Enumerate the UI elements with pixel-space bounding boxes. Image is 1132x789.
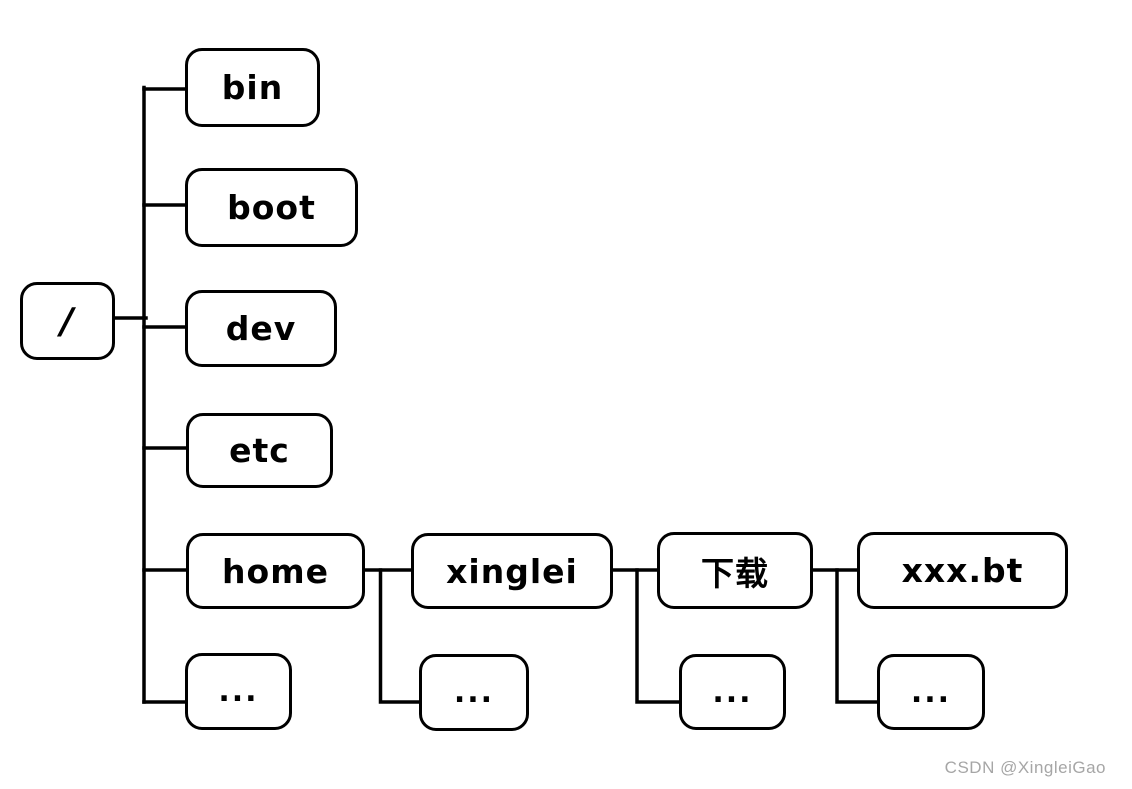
node-xinglei-ellipsis: ...	[679, 654, 786, 730]
node-bin-label: bin	[221, 68, 284, 107]
csdn-watermark: CSDN @XingleiGao	[944, 758, 1106, 777]
node-xiazai-ellipsis: ...	[877, 654, 985, 730]
node-home: home	[186, 533, 365, 609]
node-xxxbt-file-label: xxx.bt	[901, 551, 1024, 590]
node-home-ellipsis: ...	[419, 654, 529, 731]
node-root-label: /	[60, 300, 75, 342]
node-etc: etc	[186, 413, 333, 488]
node-home-ellipsis-label: ...	[453, 675, 495, 710]
node-xiazai-download: 下载	[657, 532, 813, 609]
node-dev-label: dev	[225, 309, 297, 348]
node-root: /	[20, 282, 115, 360]
node-xinglei: xinglei	[411, 533, 613, 609]
node-xiazai-download-label: 下载	[701, 553, 769, 593]
node-xinglei-label: xinglei	[446, 551, 578, 591]
node-xiazai-ellipsis-label: ...	[910, 674, 952, 710]
node-bin: bin	[185, 48, 320, 127]
node-xxxbt-file: xxx.bt	[857, 532, 1068, 609]
node-xinglei-ellipsis-label: ...	[712, 674, 753, 710]
node-boot-label: boot	[227, 188, 316, 227]
node-dev: dev	[185, 290, 337, 367]
node-etc-label: etc	[229, 431, 290, 470]
node-root-ellipsis: ...	[185, 653, 292, 730]
node-home-label: home	[222, 551, 329, 591]
node-root-ellipsis-label: ...	[218, 674, 259, 709]
node-boot: boot	[185, 168, 358, 247]
